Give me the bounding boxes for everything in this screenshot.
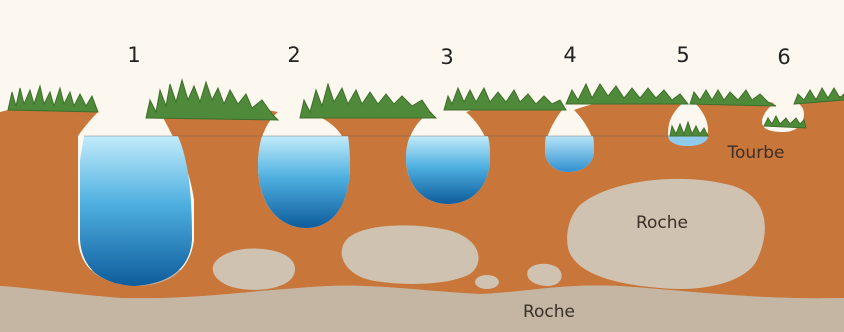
rock-large bbox=[567, 179, 765, 289]
pool-1-water bbox=[80, 136, 192, 286]
rock-middle bbox=[342, 225, 479, 284]
pool-number-5: 5 bbox=[676, 43, 689, 67]
bedrock-label: Roche bbox=[523, 302, 575, 322]
pool-number-6: 6 bbox=[777, 45, 790, 69]
rock-label: Roche bbox=[636, 213, 688, 233]
rock-small-left bbox=[213, 249, 295, 290]
pebble-1 bbox=[475, 275, 499, 289]
pool-number-1: 1 bbox=[127, 43, 140, 67]
pool-number-3: 3 bbox=[440, 45, 453, 69]
pool-number-2: 2 bbox=[287, 43, 300, 67]
pool-number-4: 4 bbox=[563, 43, 576, 67]
peat-label: Tourbe bbox=[727, 143, 785, 163]
